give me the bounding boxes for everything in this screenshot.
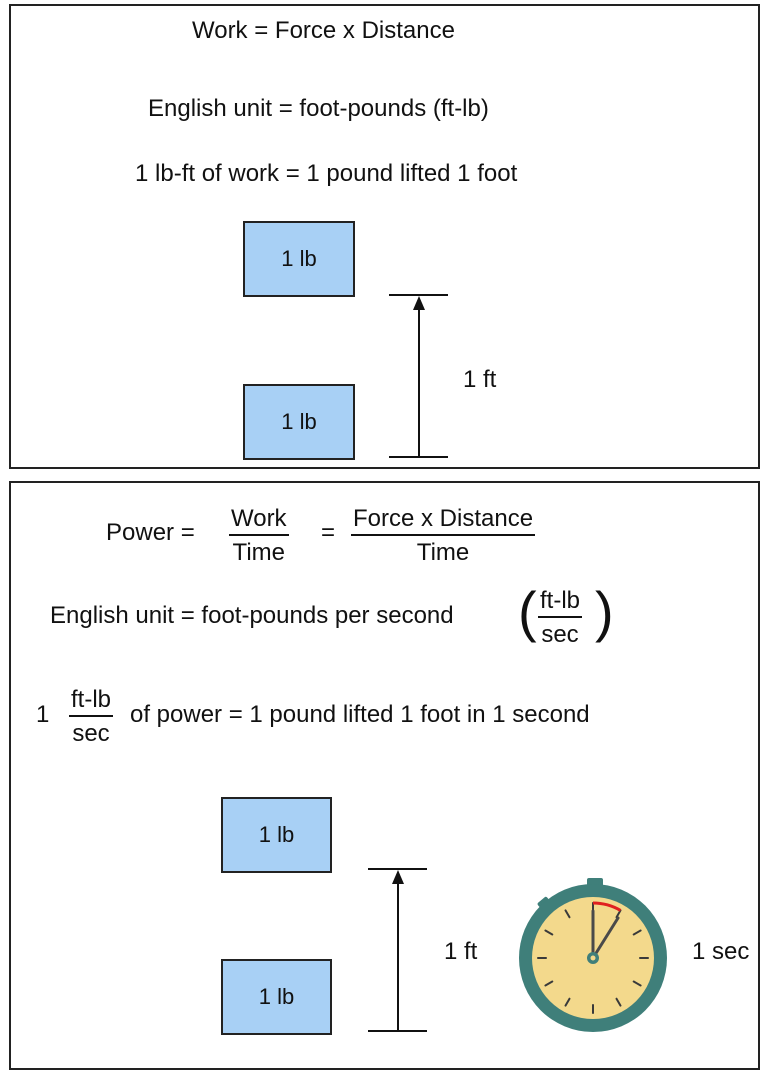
work-unit: English unit = foot-pounds (ft-lb) <box>148 95 489 122</box>
time-label: 1 sec <box>692 938 750 965</box>
definition-fraction-num: ft-lb <box>69 688 114 717</box>
work-formula: Work = Force x Distance <box>192 17 455 44</box>
left-paren: ( <box>518 580 537 643</box>
definition-fraction: ft-lb sec <box>69 688 114 747</box>
equals-sign: = <box>321 519 336 546</box>
power-weight-box-bottom-label: 1 lb <box>258 984 295 1009</box>
weight-box-top-label: 1 lb <box>281 246 317 271</box>
fraction-work: Work <box>229 507 289 536</box>
force-distance-over-time-fraction: Force x Distance Time <box>351 507 536 566</box>
power-weight-box-top: 1 lb <box>221 797 332 873</box>
work-definition: 1 lb-ft of work = 1 pound lifted 1 foot <box>135 160 518 187</box>
weight-box-bottom: 1 lb <box>243 384 355 460</box>
unit-fraction-num: ft-lb <box>538 589 583 618</box>
definition-fraction-den: sec <box>72 720 110 747</box>
definition-one: 1 <box>36 701 50 728</box>
power-label: Power = <box>106 519 195 546</box>
height-dimension <box>389 294 448 458</box>
power-weight-box-top-label: 1 lb <box>258 822 295 847</box>
unit-fraction: ft-lb sec <box>538 589 583 648</box>
weight-box-top: 1 lb <box>243 221 355 297</box>
power-definition: of power = 1 pound lifted 1 foot in 1 se… <box>130 701 590 728</box>
work-over-time-fraction: Work Time <box>229 507 289 565</box>
work-height-label: 1 ft <box>463 366 497 393</box>
right-paren: ) <box>595 580 614 643</box>
fraction-time: Time <box>232 539 285 566</box>
fraction-time-2: Time <box>416 539 470 566</box>
arrow-up-icon <box>413 296 425 310</box>
power-height-label: 1 ft <box>444 938 478 965</box>
power-weight-box-bottom: 1 lb <box>221 959 332 1035</box>
power-panel: Power = Work Time = Force x Distance Tim… <box>9 481 760 1070</box>
weight-box-bottom-label: 1 lb <box>281 409 317 434</box>
unit-fraction-den: sec <box>541 621 579 648</box>
fraction-force-distance: Force x Distance <box>351 507 536 536</box>
power-height-dimension <box>368 868 427 1032</box>
power-unit: English unit = foot-pounds per second <box>50 602 454 629</box>
stopwatch-icon <box>519 878 667 1032</box>
arrow-up-icon <box>392 870 404 884</box>
work-panel: Work = Force x Distance English unit = f… <box>9 4 760 469</box>
